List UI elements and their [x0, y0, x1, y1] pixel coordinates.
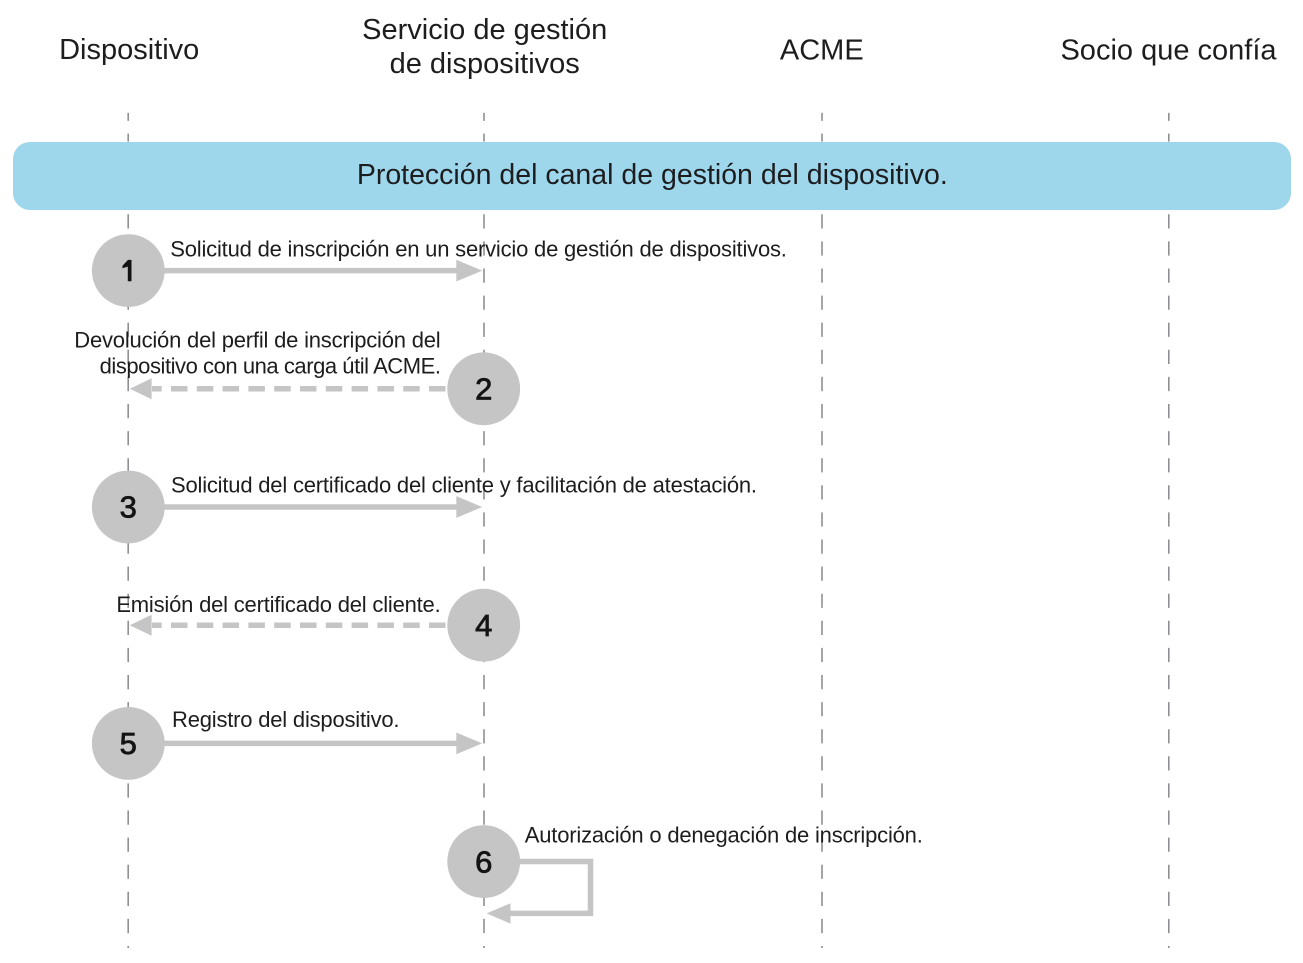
svg-text:Solicitud del certificado del: Solicitud del certificado del cliente y … — [171, 472, 757, 497]
svg-text:ACME: ACME — [780, 34, 864, 66]
svg-text:Servicio de gestión: Servicio de gestión — [362, 14, 607, 46]
svg-text:5: 5 — [120, 726, 137, 761]
svg-text:Socio que confía: Socio que confía — [1060, 34, 1277, 66]
svg-text:Devolución del perfil de inscr: Devolución del perfil de inscripción del — [74, 327, 440, 352]
svg-text:Emisión del certificado del cl: Emisión del certificado del cliente. — [116, 592, 440, 617]
svg-text:4: 4 — [475, 608, 492, 643]
svg-text:Protección del canal de gestió: Protección del canal de gestión del disp… — [357, 159, 948, 191]
svg-text:Dispositivo: Dispositivo — [59, 34, 199, 66]
svg-text:6: 6 — [475, 844, 492, 879]
svg-text:de dispositivos: de dispositivos — [390, 48, 580, 80]
svg-text:Registro del dispositivo.: Registro del dispositivo. — [172, 707, 399, 732]
svg-text:2: 2 — [475, 372, 492, 407]
svg-text:Solicitud de inscripción en un: Solicitud de inscripción en un servicio … — [170, 237, 786, 262]
svg-text:Autorización o denegación de i: Autorización o denegación de inscripción… — [525, 823, 923, 848]
svg-text:3: 3 — [120, 490, 137, 525]
svg-text:dispositivo con una carga útil: dispositivo con una carga útil ACME. — [100, 354, 441, 379]
